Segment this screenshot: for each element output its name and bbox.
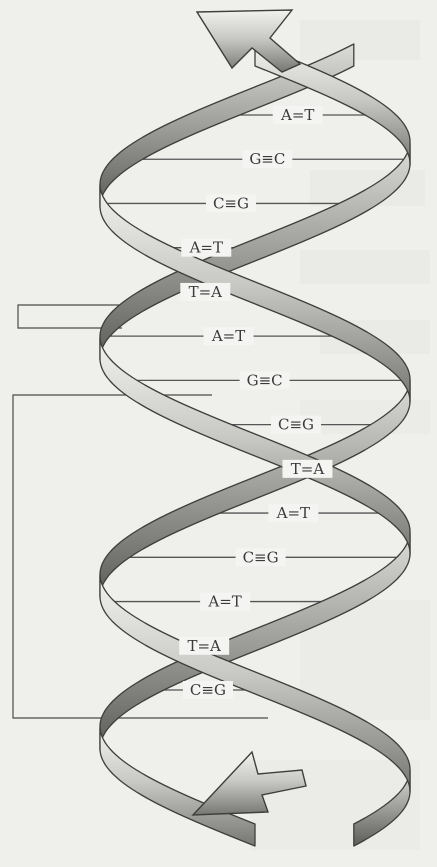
base-pair-label: T=A [187, 637, 221, 655]
base-pair-label: T=A [189, 283, 223, 301]
base-pair-label: A=T [276, 504, 310, 522]
base-pair-label: G≡C [249, 150, 285, 168]
base-pair-label: T=A [291, 460, 325, 478]
base-pair-label: A=T [189, 239, 223, 257]
arrow-top-icon [197, 10, 300, 72]
base-pair-label: C≡G [243, 548, 279, 566]
base-pair-label: C≡G [278, 416, 314, 434]
base-pair-label: A=T [207, 593, 241, 611]
base-pair-label: C≡G [213, 194, 249, 212]
base-pair-label: C≡G [190, 681, 226, 699]
base-pair-label: A=T [211, 327, 245, 345]
base-pair-label: G≡C [247, 371, 283, 389]
base-pair-label: A=T [280, 106, 314, 124]
